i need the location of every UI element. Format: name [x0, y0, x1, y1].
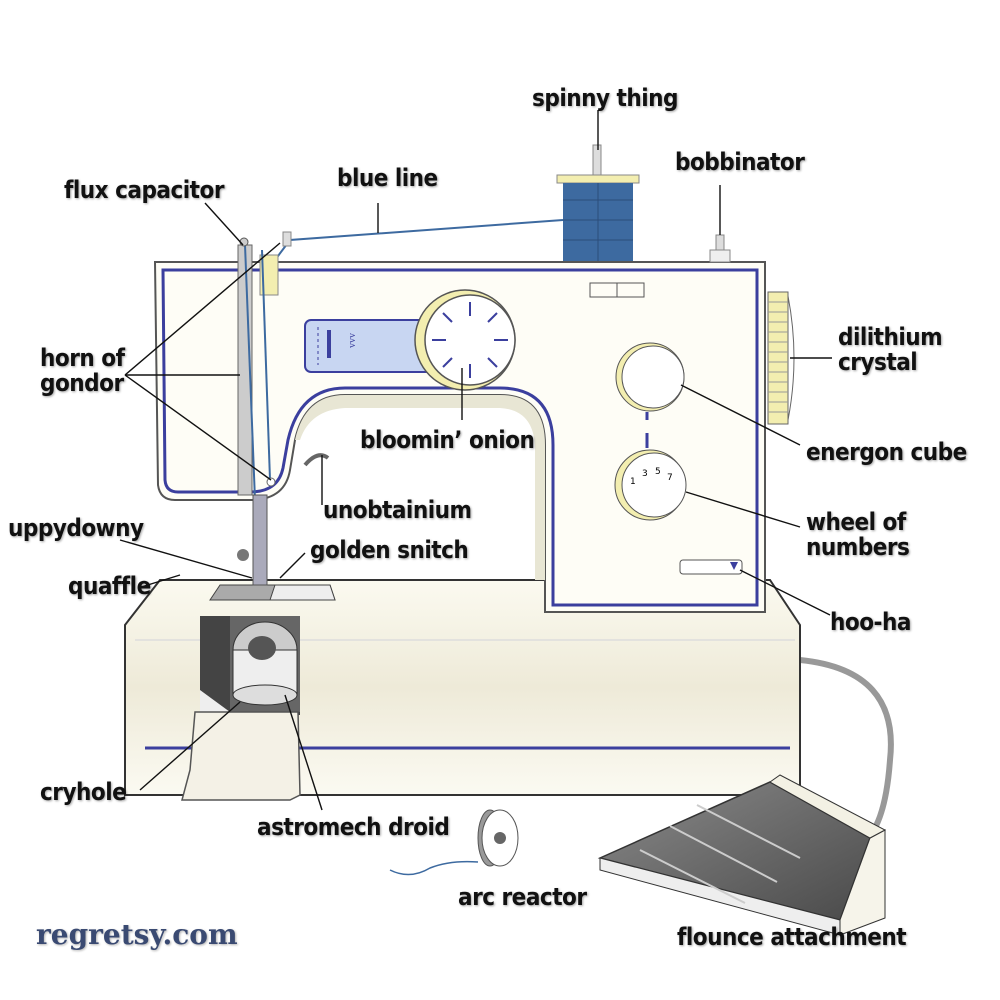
- label-line: dilithium: [838, 323, 943, 351]
- machine-base: [124, 579, 801, 801]
- label-arc-reactor: arc reactor: [458, 883, 587, 911]
- label-line: crystal: [838, 348, 918, 377]
- reverse-lever: [679, 559, 743, 575]
- foot-pedal: [597, 774, 887, 936]
- label-line: horn of: [40, 344, 125, 372]
- spare-bobbin: [389, 809, 519, 876]
- label-line: wheel of: [806, 508, 906, 536]
- thread-spool: [556, 144, 640, 261]
- label-flux-capacitor: flux capacitor: [64, 176, 224, 204]
- leader-lines: [119, 110, 832, 811]
- label-flounce-attachment: flounce attachment: [677, 923, 907, 951]
- dial-number: 3: [642, 469, 648, 479]
- needle-bar: [237, 237, 276, 586]
- dial-number: 1: [630, 477, 636, 487]
- label-astromech-droid: astromech droid: [257, 813, 450, 841]
- label-blue-line: blue line: [337, 164, 438, 192]
- label-cryhole: cryhole: [40, 778, 127, 806]
- label-line: numbers: [806, 533, 910, 562]
- bobbin-winder-pin: [709, 234, 731, 263]
- hand-wheel: [767, 291, 795, 425]
- watermark: regretsy.com: [36, 918, 238, 951]
- dial-number: 7: [667, 473, 673, 483]
- label-spinny-thing: spinny thing: [532, 84, 678, 112]
- label-unobtainium: unobtainium: [323, 496, 472, 524]
- stitch-length-dial: [615, 342, 685, 448]
- stitch-dial: [414, 289, 516, 391]
- label-bloomin-onion: bloomin’ onion: [360, 426, 535, 454]
- label-hoo-ha: hoo-ha: [830, 608, 911, 636]
- label-line: gondor: [40, 369, 124, 398]
- stitch-selector-panel: ʌʌʌ: [304, 319, 436, 373]
- label-quaffle: quaffle: [68, 572, 151, 600]
- thread-cutter: [303, 453, 330, 467]
- thread: [274, 219, 564, 261]
- svg-text:ʌʌʌ: ʌʌʌ: [347, 333, 358, 348]
- dial-number: 5: [655, 467, 661, 477]
- tension-dial: 1 3 5 7: [614, 449, 687, 521]
- label-bobbinator: bobbinator: [675, 148, 805, 176]
- label-energon-cube: energon cube: [806, 438, 967, 466]
- label-golden-snitch: golden snitch: [310, 536, 469, 564]
- label-uppydowny: uppydowny: [8, 514, 144, 542]
